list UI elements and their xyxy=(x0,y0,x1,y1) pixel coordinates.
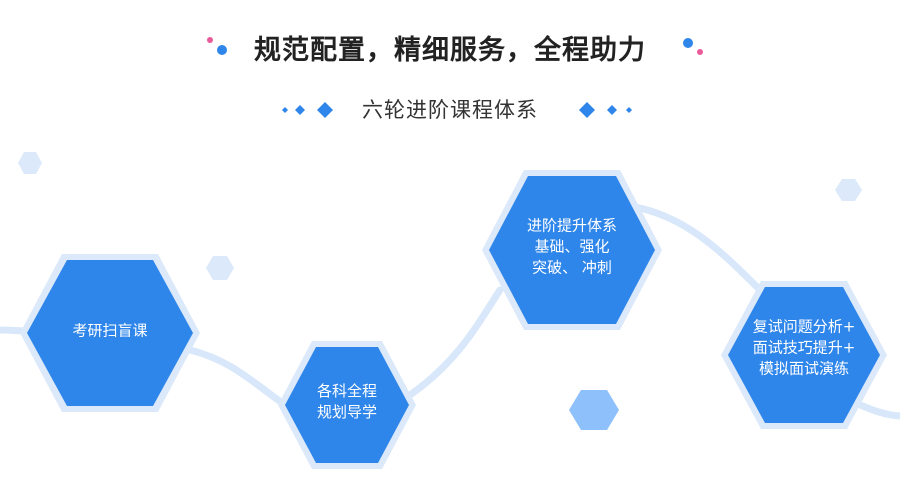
stage-3-line-1: 进阶提升体系 xyxy=(526,216,618,235)
stage-3-line-3: 突破、 冲刺 xyxy=(532,258,612,277)
diamond-right-large xyxy=(579,102,595,118)
stage-2-line-1: 各科全程 xyxy=(316,382,378,400)
section-subtitle: 六轮进阶课程体系 xyxy=(362,98,538,122)
stage-3-line-2: 基础、强化 xyxy=(534,237,610,256)
title-dot-blue-right xyxy=(683,38,693,48)
diamond-left-large xyxy=(317,102,333,118)
stage-2-label: 各科全程 规划导学 xyxy=(317,381,377,423)
stage-3-label: 进阶提升体系 基础、强化 突破、 冲刺 xyxy=(527,216,617,279)
stage-1-line-1: 考研扫盲课 xyxy=(72,321,148,340)
stage-4-line-2: 面试技巧提升+ xyxy=(752,338,856,357)
deco-hexagon-top-left xyxy=(18,152,42,174)
diamond-right-medium xyxy=(607,105,617,115)
stage-1-label: 考研扫盲课 xyxy=(72,321,147,342)
diamond-right-small xyxy=(626,107,632,113)
stage-4-line-3: 模拟面试演练 xyxy=(758,359,850,378)
title-dot-pink-right xyxy=(697,49,703,55)
subheader: 六轮进阶课程体系 xyxy=(0,94,900,124)
deco-hexagon-bottom-blue xyxy=(569,390,619,430)
title-dot-pink-left xyxy=(207,37,213,43)
title-dot-blue-left xyxy=(217,45,227,55)
stage-1-hexagon[interactable] xyxy=(27,260,193,406)
deco-hexagon-mid-left xyxy=(206,256,234,280)
stage-4-hexagon[interactable] xyxy=(728,287,880,423)
diamond-left-small xyxy=(282,107,288,113)
stage-2-line-2: 规划导学 xyxy=(316,403,378,421)
stage-4-line-1: 复试问题分析+ xyxy=(752,317,856,336)
connector-line xyxy=(0,201,900,420)
diamond-left-medium xyxy=(295,105,305,115)
deco-hexagon-top-right xyxy=(835,179,862,201)
stage-4-label: 复试问题分析+ 面试技巧提升+ 模拟面试演练 xyxy=(753,317,856,380)
page-title: 规范配置，精细服务，全程助力 xyxy=(254,35,646,66)
stage-3-hexagon[interactable] xyxy=(489,176,655,324)
header: 规范配置，精细服务，全程助力 xyxy=(0,28,900,67)
stage-2-hexagon[interactable] xyxy=(285,347,409,463)
